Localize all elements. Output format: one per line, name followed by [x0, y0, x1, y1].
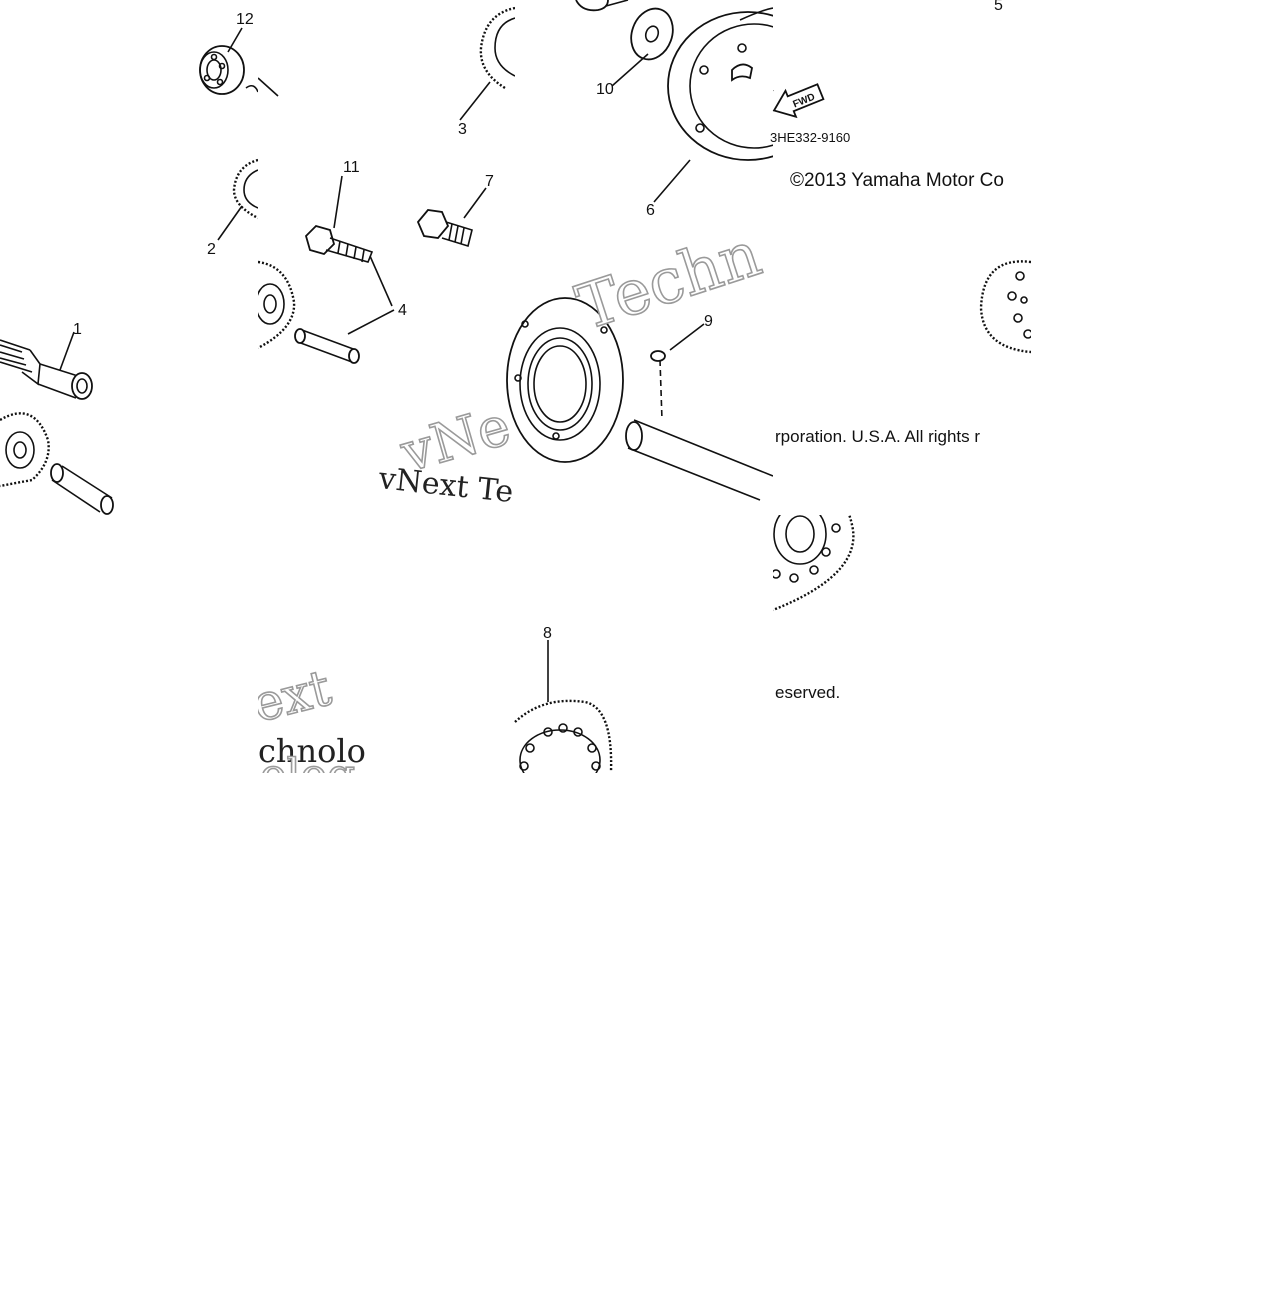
- callout-5: 5: [994, 0, 1003, 14]
- callout-1: 1: [73, 321, 82, 338]
- bolt-part-11: [304, 224, 374, 263]
- callout-4: 4: [398, 302, 407, 319]
- callout-12: 12: [236, 11, 254, 28]
- watermark-text-4: ext: [247, 659, 337, 734]
- callout-2: 2: [207, 241, 216, 258]
- callout-6: 6: [646, 202, 655, 219]
- gear-fragment-mid: [258, 260, 296, 350]
- callout-8: 8: [543, 625, 552, 642]
- callout-11: 11: [343, 159, 360, 176]
- watermark-text-6: olog: [260, 750, 355, 801]
- gear-fragment-lower: [773, 515, 855, 612]
- gear-part-2: [232, 158, 258, 220]
- forward-arrow-icon: FWD: [772, 83, 825, 119]
- leader-lines: [59, 27, 705, 702]
- bearing-part-12: [199, 45, 258, 95]
- copyright-line-2: rporation. U.S.A. All rights r: [775, 427, 980, 446]
- watermark-text-5: chnolo: [258, 732, 366, 770]
- part-code: 3HE332-9160: [770, 130, 850, 145]
- callout-3: 3: [458, 121, 467, 138]
- gear-fragment-right: [979, 260, 1031, 354]
- callout-9: 9: [704, 313, 713, 330]
- copyright-line-3: eserved.: [775, 683, 840, 702]
- shaft-part-9: [625, 350, 773, 501]
- starter-clutch: [506, 297, 624, 463]
- watermark-text-2: Techn: [568, 217, 769, 344]
- gear-part-3: [479, 6, 515, 90]
- gear-part-8: [514, 699, 613, 773]
- rotor-part-6: [667, 7, 773, 161]
- callout-10: 10: [596, 81, 614, 98]
- washer-part-10: [630, 7, 674, 61]
- callout-7: 7: [485, 173, 494, 190]
- gear-fragment: [0, 412, 50, 488]
- copyright-line-1: ©2013 Yamaha Motor Co: [790, 170, 1004, 191]
- bolt-top: [575, 0, 629, 12]
- pin-part-4: [294, 328, 360, 364]
- shaft-part-1: [0, 339, 93, 400]
- watermark-text-3: vNe: [393, 394, 517, 485]
- pin-part: [50, 463, 114, 515]
- bolt-part-7: [416, 209, 473, 248]
